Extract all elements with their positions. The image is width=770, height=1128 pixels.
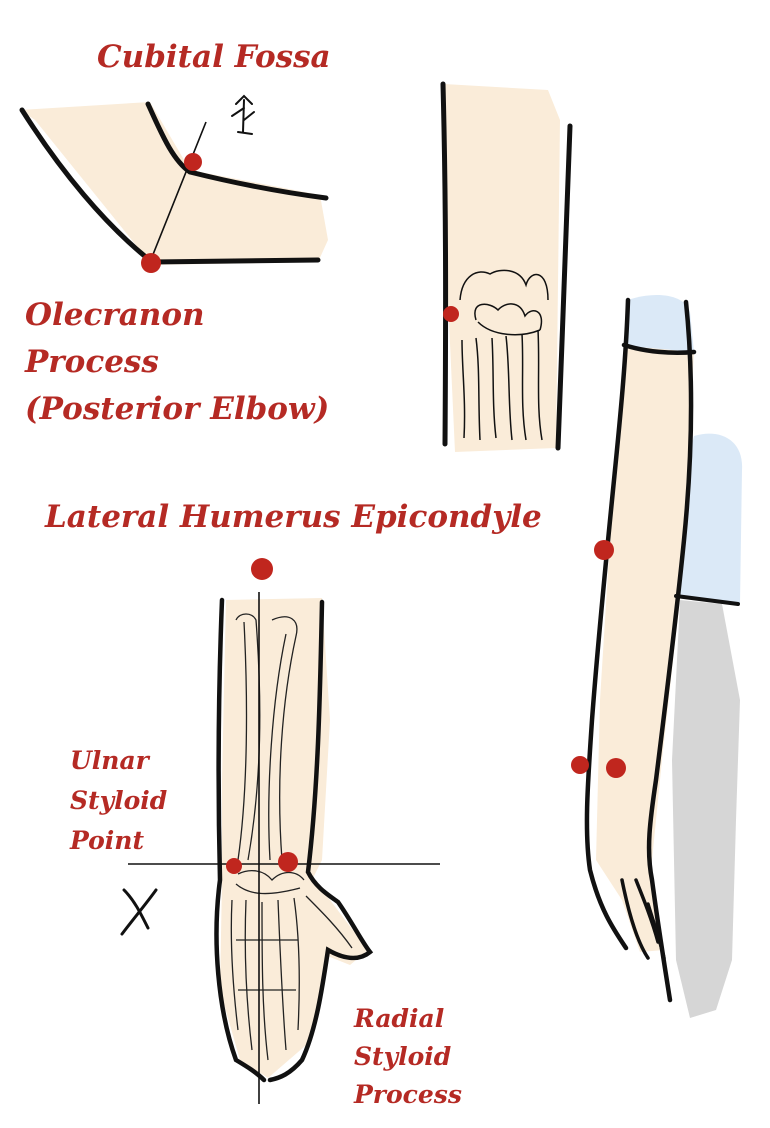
elbow-axis-line	[149, 121, 207, 263]
direction-arrow-icon	[231, 94, 255, 135]
ulnar-styloid-dot	[226, 858, 242, 874]
radial-label-line-2: Styloid	[354, 1042, 452, 1071]
wrist-outline-right	[555, 123, 573, 451]
olecranon-label: Olecranon Process (Posterior Elbow)	[25, 292, 329, 433]
wrist-lateral-dot-1	[571, 756, 589, 774]
elbow-skin	[20, 102, 328, 265]
bent-elbow-drawing	[19, 94, 329, 273]
ulnar-label-line-3: Point	[70, 826, 145, 855]
cubital-fossa-dot	[184, 153, 202, 171]
wrist-lateral-dot-2	[606, 758, 626, 778]
ulnar-styloid-label: Ulnar Styloid Point	[70, 741, 167, 861]
arm-shadow	[672, 600, 740, 1018]
ulnar-label-line-1: Ulnar	[70, 746, 149, 775]
forearm-outline-right	[267, 599, 374, 1083]
wrist-outline-left	[440, 81, 449, 447]
wrist-bones-drawing	[440, 81, 573, 452]
wrist-skin	[444, 84, 560, 452]
forearm-hand-drawing	[120, 558, 440, 1104]
elbow-lateral-dot	[594, 540, 614, 560]
elbow-outline-inner	[145, 101, 329, 201]
hanging-arm-drawing	[571, 295, 743, 1018]
forearm-skin	[220, 598, 368, 1078]
carpal-bones	[459, 269, 549, 441]
arm-outline-front	[646, 299, 694, 1003]
sleeve-top	[626, 295, 694, 352]
olecranon-label-line-2: Process	[25, 344, 159, 380]
hand-fingers	[620, 878, 666, 960]
sleeve-back-hem	[674, 594, 740, 606]
sleeve-back	[676, 433, 743, 604]
radial-label-line-1: Radial	[354, 1004, 445, 1033]
wrist-landmark-dot	[443, 306, 459, 322]
radial-styloid-dot	[278, 852, 298, 872]
olecranon-label-line-1: Olecranon	[25, 297, 205, 333]
elbow-outline-outer	[19, 107, 321, 265]
x-marker-icon	[120, 888, 158, 936]
arm-outline-back	[584, 297, 631, 951]
lateral-epicondyle-label: Lateral Humerus Epicondyle	[45, 499, 542, 535]
olecranon-label-line-3: (Posterior Elbow)	[25, 391, 330, 427]
ulnar-label-line-2: Styloid	[70, 786, 168, 815]
lateral-epicondyle-dot	[251, 558, 273, 580]
forearm-outline-left	[214, 597, 267, 1083]
radial-styloid-label: Radial Styloid Process	[354, 1000, 462, 1114]
sleeve-hem	[621, 342, 697, 355]
forearm-skeleton	[230, 613, 353, 1061]
olecranon-dot	[141, 253, 161, 273]
arm-skin	[596, 346, 694, 952]
radial-label-line-3: Process	[354, 1080, 462, 1109]
cubital-fossa-label: Cubital Fossa	[97, 39, 331, 75]
